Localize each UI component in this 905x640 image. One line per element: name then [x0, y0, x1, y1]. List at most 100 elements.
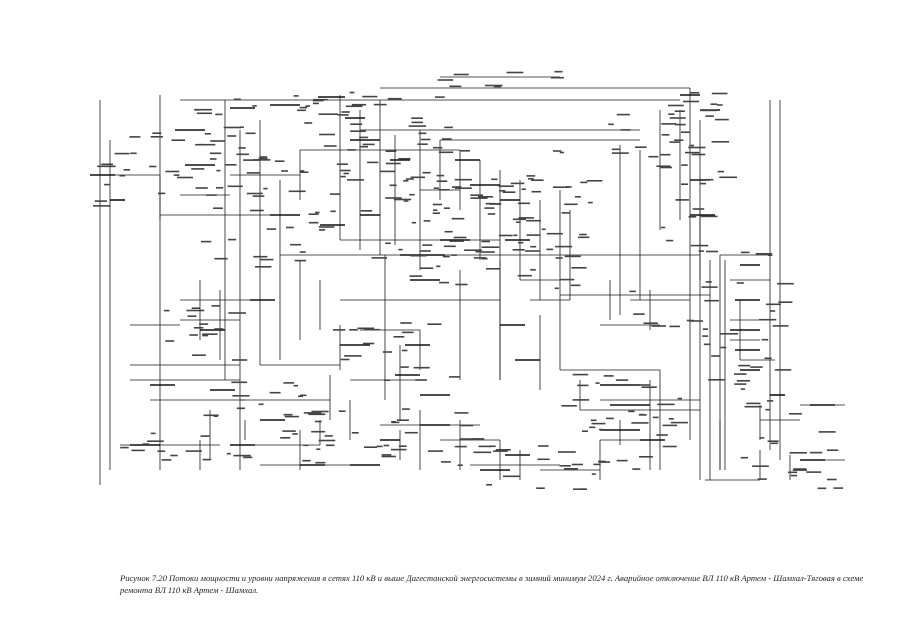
label-mark: [349, 329, 358, 331]
label-mark: [213, 207, 223, 209]
label-mark: [675, 123, 686, 126]
label-mark: [231, 381, 248, 384]
label-mark: [206, 194, 217, 196]
label-mark: [662, 424, 678, 427]
label-mark: [538, 445, 549, 447]
label-mark: [512, 218, 526, 221]
label-mark: [259, 156, 268, 158]
label-mark: [675, 199, 682, 201]
label-mark: [580, 181, 588, 184]
label-mark: [104, 183, 111, 186]
label-mark: [318, 229, 326, 231]
label-mark: [578, 236, 590, 239]
label-mark: [385, 242, 391, 245]
label-mark: [566, 186, 572, 188]
label-mark: [590, 419, 597, 422]
label-mark: [130, 152, 137, 155]
label-mark: [409, 275, 423, 277]
label-mark: [387, 97, 402, 100]
label-mark: [324, 435, 333, 437]
label-mark: [323, 145, 337, 147]
label-mark: [385, 150, 397, 152]
label-mark: [383, 444, 390, 447]
label-mark: [674, 110, 685, 112]
label-mark: [789, 413, 802, 415]
label-mark: [455, 283, 468, 286]
label-mark: [246, 192, 263, 195]
label-mark: [717, 170, 725, 173]
label-mark: [360, 210, 371, 212]
label-mark: [418, 132, 427, 135]
label-mark: [559, 465, 571, 467]
label-mark: [120, 446, 129, 449]
label-mark: [202, 333, 218, 335]
label-mark: [114, 152, 130, 155]
label-mark: [347, 179, 364, 181]
label-mark: [770, 442, 779, 445]
label-mark: [203, 414, 219, 417]
label-mark: [385, 162, 401, 165]
label-mark: [603, 375, 614, 377]
label-mark: [606, 417, 614, 420]
label-mark: [443, 207, 450, 209]
label-mark: [393, 336, 405, 338]
label-mark: [438, 189, 450, 191]
label-mark: [595, 382, 600, 384]
label-mark: [593, 463, 601, 466]
label-mark: [495, 449, 511, 451]
label-mark: [362, 143, 375, 146]
label-mark: [343, 172, 349, 175]
label-mark: [635, 384, 651, 386]
label-mark: [391, 448, 407, 451]
label-mark: [215, 113, 223, 116]
label-mark: [681, 183, 689, 185]
label-mark: [131, 449, 145, 452]
label-mark: [833, 487, 844, 489]
label-mark: [669, 141, 680, 143]
label-mark: [319, 133, 335, 136]
label-mark: [227, 135, 237, 137]
label-mark: [423, 220, 431, 222]
label-mark: [315, 211, 320, 214]
label-mark: [330, 193, 341, 195]
label-mark: [433, 209, 438, 211]
label-mark: [199, 143, 216, 146]
label-mark: [189, 334, 198, 336]
label-mark: [628, 410, 635, 413]
label-mark: [199, 323, 209, 325]
label-mark: [546, 248, 554, 251]
label-mark: [340, 169, 351, 172]
label-mark: [479, 251, 495, 253]
label-mark: [371, 257, 387, 259]
label-mark: [245, 132, 256, 135]
label-mark: [677, 199, 689, 201]
label-mark: [152, 132, 162, 134]
label-mark: [657, 403, 675, 406]
label-mark: [340, 358, 350, 361]
label-mark: [552, 186, 570, 188]
label-mark: [681, 131, 690, 133]
label-mark: [396, 419, 409, 421]
label-mark: [391, 421, 400, 424]
label-mark: [740, 388, 745, 390]
label-mark: [530, 245, 537, 248]
label-mark: [698, 250, 704, 252]
label-mark: [486, 268, 500, 270]
label-mark: [403, 180, 409, 182]
label-mark: [432, 203, 443, 206]
label-mark: [288, 190, 306, 193]
label-mark: [589, 426, 596, 429]
label-mark: [263, 187, 268, 190]
label-mark: [142, 443, 150, 445]
label-mark: [283, 413, 293, 416]
label-mark: [541, 228, 546, 231]
label-mark: [173, 174, 180, 176]
label-mark: [685, 151, 700, 154]
label-mark: [525, 250, 540, 252]
label-mark: [518, 217, 534, 219]
label-mark: [738, 364, 751, 367]
label-mark: [750, 366, 763, 368]
label-mark: [740, 456, 748, 459]
label-mark: [648, 155, 659, 158]
label-mark: [536, 487, 545, 489]
